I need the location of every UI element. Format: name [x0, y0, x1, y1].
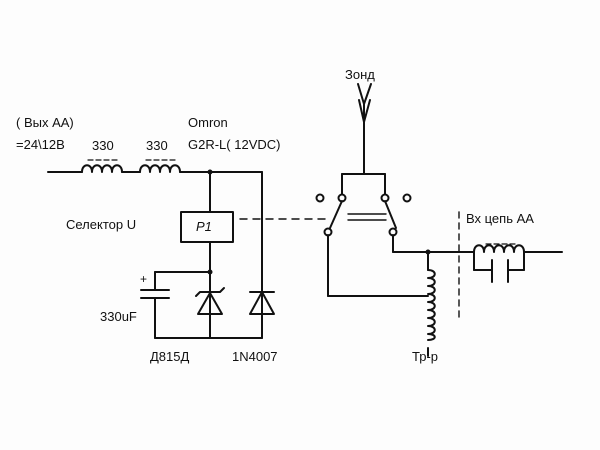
- input-circuit-label: Вх цепь АА: [466, 211, 534, 226]
- relay-contacts: [315, 173, 412, 237]
- relay-brand-label: Omron: [188, 115, 228, 130]
- probe-label: Зонд: [345, 67, 375, 82]
- choke-2-value-label: 330: [146, 138, 168, 153]
- capacitor-value-label: 330uF: [100, 309, 137, 324]
- transformer-winding: [427, 269, 436, 341]
- diode-name-label: 1N4007: [232, 349, 278, 364]
- contact-wiring: [327, 234, 471, 357]
- capacitor-polarity-label: +: [140, 272, 148, 286]
- relay-tag-label: Р1: [196, 219, 212, 234]
- probe-symbol: [357, 83, 372, 175]
- output-title-label: ( Вых АА): [16, 115, 74, 130]
- relay-model-label: G2R-L( 12VDC): [188, 137, 281, 152]
- choke-2-symbol: [139, 164, 181, 173]
- input-circuit-lc: [469, 243, 563, 283]
- capacitor-330uf: [140, 271, 211, 339]
- junction-dot: [207, 169, 213, 175]
- relay-coil: [180, 211, 234, 243]
- choke-1-symbol: [81, 164, 123, 173]
- choke-1-value-label: 330: [92, 138, 114, 153]
- selector-label: Селектор U: [66, 217, 137, 232]
- output-voltage-label: =24\12В: [16, 137, 65, 152]
- zener-diode-symbol: [195, 287, 225, 315]
- transformer-label: Тр-р: [412, 349, 438, 364]
- diode-1n4007-symbol: [249, 171, 275, 339]
- zener-name-label: Д815Д: [150, 349, 190, 364]
